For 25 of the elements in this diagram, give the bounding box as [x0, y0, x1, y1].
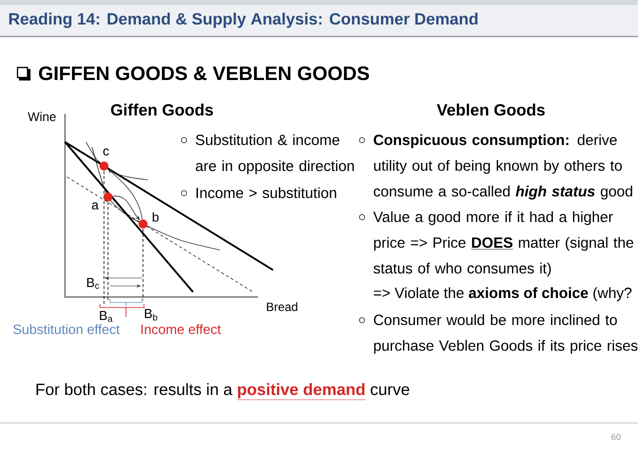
axis-tick-label: B$_{b}$: [144, 309, 158, 321]
title-bar: Reading 14: Demand & Supply Analysis: Consumer Demand: [0, 0, 638, 38]
heading: GIFFEN GOODS & VEBLEN GOODS: [39, 66, 369, 80]
note-text: => Violate the axioms of choice (why?: [374, 287, 632, 302]
point-dot: [104, 192, 112, 202]
point-label: a: [92, 202, 99, 210]
point-label: b: [152, 212, 159, 222]
axis-tick-label: B$_{a}$: [100, 311, 113, 322]
axis-label: Wine: [28, 112, 56, 122]
bracket-label: Substitution effect: [13, 324, 120, 334]
axis-tick-label: B$_{c}$: [87, 278, 100, 289]
page-number: 60: [611, 434, 621, 440]
point-label: c: [103, 148, 109, 156]
bullet-text: Substitution & income are in opposite direction: [196, 134, 354, 174]
point-dot: [138, 220, 148, 228]
point-dot: [100, 162, 108, 170]
bullet-text: Consumer would be more inclined to purchase Veblen Goods if its price rises: [374, 314, 638, 354]
bracket-label: Income effect: [141, 324, 221, 334]
conclusion-text: For both cases: results in a positive demand curve: [36, 383, 410, 400]
column-heading: Veblen Goods: [436, 104, 545, 116]
bullet-text: Income > substitution: [196, 187, 336, 198]
bullet-text: Conspicuous consumption: derive utility out of being known by others to consume a so-called high status good: [374, 134, 632, 200]
bullet-text: Value a good more if it had a higher price => Price DOES matter (signal the status of who consumes it): [373, 211, 634, 276]
column-heading: Giffen Goods: [111, 104, 213, 116]
axis-label: Bread: [266, 302, 298, 312]
